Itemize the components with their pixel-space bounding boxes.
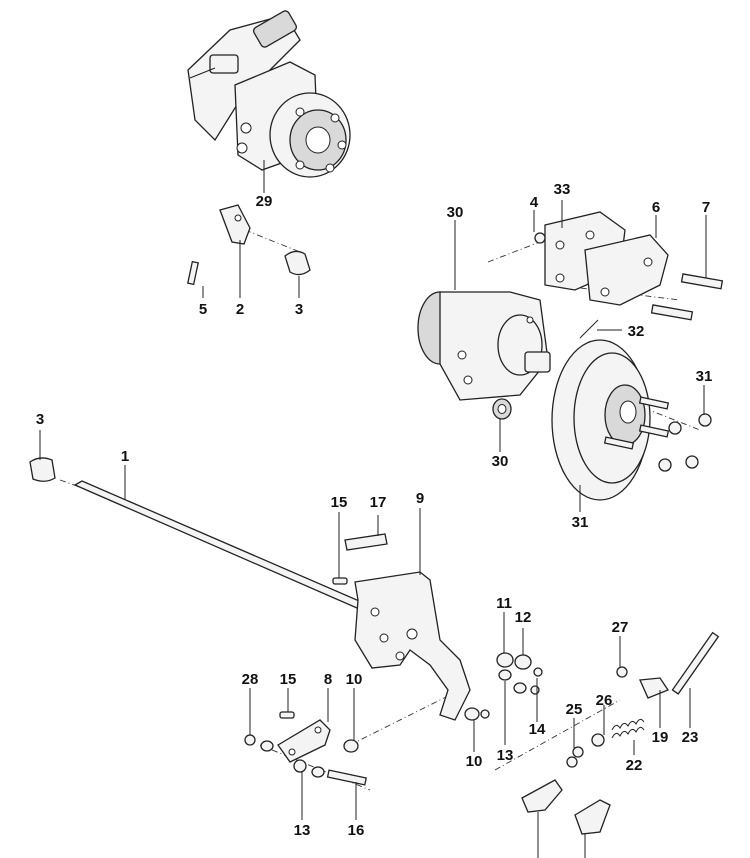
callout-31: 31 xyxy=(696,368,713,385)
pedal-lever-9 xyxy=(354,571,471,721)
callout-23: 25 xyxy=(566,701,583,718)
leader-lines xyxy=(39,160,707,858)
callout-10-left: 10 xyxy=(346,671,363,688)
callout-29: 30 xyxy=(492,453,509,470)
callout-16: 16 xyxy=(348,822,365,839)
callout-4: 4 xyxy=(530,194,539,211)
callout-15-bottom: 15 xyxy=(280,671,297,688)
bolts-7 xyxy=(650,273,724,321)
callout-28: 30 xyxy=(447,204,464,221)
callout-3-left: 3 xyxy=(36,411,44,428)
callout-22: 23 xyxy=(682,729,699,746)
callout-7: 7 xyxy=(702,199,710,216)
callout-14: 14 xyxy=(529,721,546,738)
bottom-clevis xyxy=(521,779,611,835)
callout-30: 31 xyxy=(572,514,589,531)
callout-19: 22 xyxy=(626,757,643,774)
callout-18: 19 xyxy=(652,729,669,746)
pin-32 xyxy=(579,319,599,339)
washers-nuts-11-14 xyxy=(496,652,543,695)
callout-15-top: 15 xyxy=(331,494,348,511)
callout-17: 17 xyxy=(370,494,387,511)
callout-9: 9 xyxy=(416,490,424,507)
nut-29 xyxy=(492,398,512,420)
callout-13-left: 13 xyxy=(294,822,311,839)
callout-5: 5 xyxy=(199,301,207,318)
callout-32: 32 xyxy=(628,323,645,340)
callout-11: 11 xyxy=(496,595,512,612)
callout-8: 8 xyxy=(324,671,332,688)
washers-10 xyxy=(343,707,490,753)
brake-disc-hub xyxy=(551,339,670,501)
callout-33: 33 xyxy=(554,181,571,198)
lug-nuts-31 xyxy=(658,413,712,472)
callout-27: 29 xyxy=(256,193,273,210)
callout-2: 2 xyxy=(236,301,244,318)
spring-19 xyxy=(566,718,645,768)
callout-1: 1 xyxy=(121,448,129,465)
bracket-assembly xyxy=(187,204,311,286)
hydraulic-motor xyxy=(417,291,551,401)
cap-17 xyxy=(344,533,388,551)
rod-assembly-22 xyxy=(616,631,720,699)
callout-labels: 29 5 2 3 30 4 33 6 7 32 31 30 31 3 1 15 … xyxy=(36,181,713,839)
link-assembly-8 xyxy=(244,711,367,786)
callout-6: 6 xyxy=(652,199,660,216)
callout-13-right: 13 xyxy=(497,747,514,764)
callout-12: 12 xyxy=(515,609,532,626)
callout-26: 28 xyxy=(242,671,259,688)
callout-3-top: 3 xyxy=(295,301,303,318)
callout-24: 26 xyxy=(596,692,613,709)
callout-25: 27 xyxy=(612,619,629,636)
callout-10-right: 10 xyxy=(466,753,483,770)
motor-brake-assembly xyxy=(187,10,351,178)
bolt-15-top xyxy=(332,577,348,585)
brake-caliper-brackets xyxy=(534,211,669,306)
bushing-3-left xyxy=(29,457,56,482)
